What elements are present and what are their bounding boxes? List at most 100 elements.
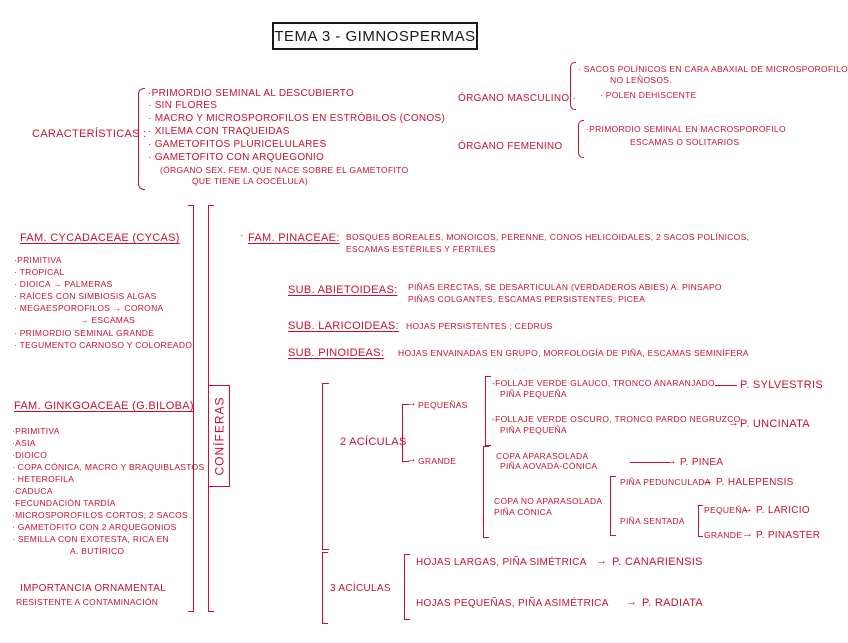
caracteristica-note: (ÓRGANO SEX. FEM. QUE NACE SOBRE EL GAME… [160, 165, 409, 175]
organo-masculino-item: · POLEN DEHISCENTE [600, 90, 697, 100]
pinaceae-text: ESCAMAS ESTÉRILES Y FÉRTILES [346, 244, 496, 254]
sub-pinoideas-text: HOJAS ENVAINADAS EN GRUPO, MORFOLOGÍA DE… [398, 348, 749, 358]
sub-abietoideas-heading: SUB. ABIETOIDEAS: [288, 284, 398, 296]
caracteristica-item: · SIN FLORES [148, 100, 218, 111]
cycadaceae-item: · MEGAESPOROFILOS → CORONA [14, 303, 164, 313]
ginkgoaceae-item: A. BUTÍRICO [70, 546, 125, 556]
species-p-halepensis: P. HALEPENSIS [716, 477, 794, 488]
arrow-icon: → [596, 555, 607, 567]
ginkgoaceae-item: · GAMETOFITO CON 2 ARQUEGONIOS [12, 522, 177, 532]
two-needles-split-bracket [402, 404, 409, 462]
cycadaceae-item: · TEGUMENTO CARNOSO Y COLOREADO [14, 340, 193, 350]
ginkgoaceae-item: ·FECUNDACIÓN TARDÍA [12, 498, 116, 508]
three-needles-options-bracket [404, 554, 410, 620]
pinaceae-heading: FAM. PINACEAE: [248, 232, 340, 244]
caracteristica-item: ·PRIMORDIO SEMINAL AL DESCUBIERTO [148, 88, 355, 99]
ginkgoaceae-item: · SEMILLA CON EXOTESTA, RICA EN [12, 534, 169, 544]
option-desc: HOJAS LARGAS, PIÑA SIMÉTRICA [416, 557, 587, 568]
arrow-icon: → [742, 503, 753, 515]
arrow-icon: → [406, 453, 417, 465]
sub-laricoideas-heading: SUB. LARICOIDEAS: [288, 320, 399, 332]
grande-bracket [483, 446, 489, 538]
cycadaceae-item: ·PRIMITIVA [14, 255, 62, 265]
arrow-line [630, 462, 670, 463]
organo-masculino-item: NO LEÑOSOS. [610, 75, 672, 85]
sub-abietoideas-text: PIÑAS ERECTAS, SE DESARTICULAN (VERDADER… [408, 282, 722, 292]
cycadaceae-item: · DIOICA → PALMERAS [14, 279, 113, 289]
ginkgoaceae-footer: IMPORTANCIA ORNAMENTAL [20, 583, 167, 594]
option-desc: PIÑA CÓNICA [494, 507, 553, 517]
species-p-pinea: P. PINEA [680, 457, 724, 468]
coniferas-label: CONÍFERAS [212, 396, 227, 476]
ginkgoaceae-item: ·CADUCA [12, 486, 53, 496]
pequenas-bracket [485, 376, 491, 446]
caracteristica-note: QUE TIENE LA OOCÉLULA) [192, 176, 309, 186]
arrow-icon: → [626, 596, 637, 608]
arrow-icon: → [702, 475, 713, 487]
ginkgoaceae-item: ·MICROSPOROFILOS CORTOS; 2 SACOS [12, 510, 189, 520]
grande-label: GRANDE [418, 456, 457, 466]
sentada-label: PIÑA SENTADA [620, 516, 685, 526]
option-desc: COPA APARASOLADA [496, 451, 589, 461]
caracteristica-item: · XILEMA CON TRAQUEIDAS [148, 126, 290, 137]
organo-femenino-item: ·PRIMORDIO SEMINAL EN MACROSPOROFILO [586, 124, 786, 134]
ginkgoaceae-heading: FAM. GINKGOACEAE (G.BILOBA) [14, 400, 194, 412]
option-desc: COPA NO APARASOLADA [494, 496, 603, 506]
cycadaceae-item: · PRIMORDIO SEMINAL GRANDE [14, 328, 155, 338]
pinaceae-text: BOSQUES BOREALES, MONOICOS, PERENNE, CON… [346, 232, 750, 242]
species-p-radiata: P. RADIATA [642, 597, 704, 609]
ginkgoaceae-item: · COPA CÓNICA, MACRO Y BRAQUIBLASTOS [12, 462, 205, 472]
caracteristica-item: · MACRO Y MICROSPOROFILOS EN ESTRÓBILOS … [148, 113, 446, 124]
three-needles-bracket [322, 552, 328, 624]
cycadaceae-item: · TROPICAL [14, 267, 65, 277]
arrow-line [715, 385, 737, 386]
title-text: TEMA 3 - GIMNOSPERMAS [274, 27, 476, 45]
option-desc: PIÑA AOVADA-CÓNICA [500, 461, 598, 471]
caracteristicas-bracket [138, 88, 145, 190]
pedunculada-label: PIÑA PEDUNCULADA [620, 477, 711, 487]
caracteristica-item: · GAMETOFITOS PLURICELULARES [148, 139, 327, 150]
arrow-icon: → [728, 417, 739, 429]
pequenas-label: PEQUEÑAS [418, 400, 468, 410]
species-p-sylvestris: P. SYLVESTRIS [740, 379, 823, 391]
ginkgoaceae-item: ·ASIA [12, 438, 36, 448]
ginkgoaceae-item: ·PRIMITIVA [12, 426, 60, 436]
arrow-icon: → [666, 455, 677, 467]
option-desc: -FOLLAJE VERDE GLAUCO, TRONCO ANARANJADO [492, 378, 715, 388]
sub-laricoideas-text: HOJAS PERSISTENTES ; CEDRUS [406, 321, 553, 331]
sub-abietoideas-text: PIÑAS COLGANTES, ESCAMAS PERSISTENTES; P… [408, 294, 646, 304]
sentada-bracket [698, 505, 703, 537]
sub-pinoideas-heading: SUB. PINOIDEAS: [288, 347, 385, 359]
sentada-option-label: PEQUEÑA [704, 505, 748, 515]
arrow-icon: → [742, 528, 753, 540]
organo-masculino-label: ÓRGANO MASCULINO · [458, 93, 577, 104]
two-needles-label: 2 ACÍCULAS [340, 436, 407, 448]
organo-masculino-item: · SACOS POLÍNICOS EN CARA ABAXIAL DE MIC… [578, 64, 848, 74]
caracteristicas-label: CARACTERÍSTICAS : [32, 128, 147, 140]
sentada-option-label: GRANDE [704, 530, 743, 540]
cycadaceae-heading: FAM. CYCADACEAE (CYCAS) [20, 232, 180, 244]
organo-masculino-bracket [570, 62, 576, 110]
cycadaceae-item: · RAÍCES CON SIMBIOSIS ALGAS [14, 291, 157, 301]
species-p-canariensis: P. CANARIENSIS [612, 556, 703, 568]
caracteristica-item: · GAMETOFITO CON ARQUEGONIO [148, 152, 325, 163]
option-desc: HOJAS PEQUEÑAS, PIÑA ASIMÉTRICA [416, 598, 609, 609]
left-column-bracket [188, 205, 194, 612]
option-desc: PIÑA PEQUEÑA [500, 425, 567, 435]
cycadaceae-item: → ESCAMAS [80, 315, 136, 325]
ginkgoaceae-item: · HETEROFILA [12, 474, 75, 484]
option-desc: PIÑA PEQUEÑA [500, 389, 567, 399]
arrow-icon: → [406, 397, 417, 409]
coniferas-label-box: CONÍFERAS [208, 385, 230, 487]
option-desc: -FOLLAJE VERDE OSCURO, TRONCO PARDO NEGR… [492, 414, 741, 424]
species-p-pinaster: P. PINASTER [756, 530, 821, 541]
species-p-uncinata: P. UNCINATA [740, 418, 810, 430]
three-needles-label: 3 ACÍCULAS [330, 583, 391, 594]
species-p-laricio: P. LARICIO [756, 505, 810, 516]
ginkgoaceae-item: ·DIOICO [12, 450, 48, 460]
organo-femenino-item: ESCAMAS O SOLITARIOS [630, 137, 740, 147]
copa-no-aparasolada-bracket [610, 476, 616, 536]
ginkgoaceae-footer: RESISTENTE A CONTAMINACIÓN [16, 597, 159, 607]
two-needles-outer-bracket [322, 383, 329, 550]
organo-femenino-bracket [578, 120, 584, 158]
